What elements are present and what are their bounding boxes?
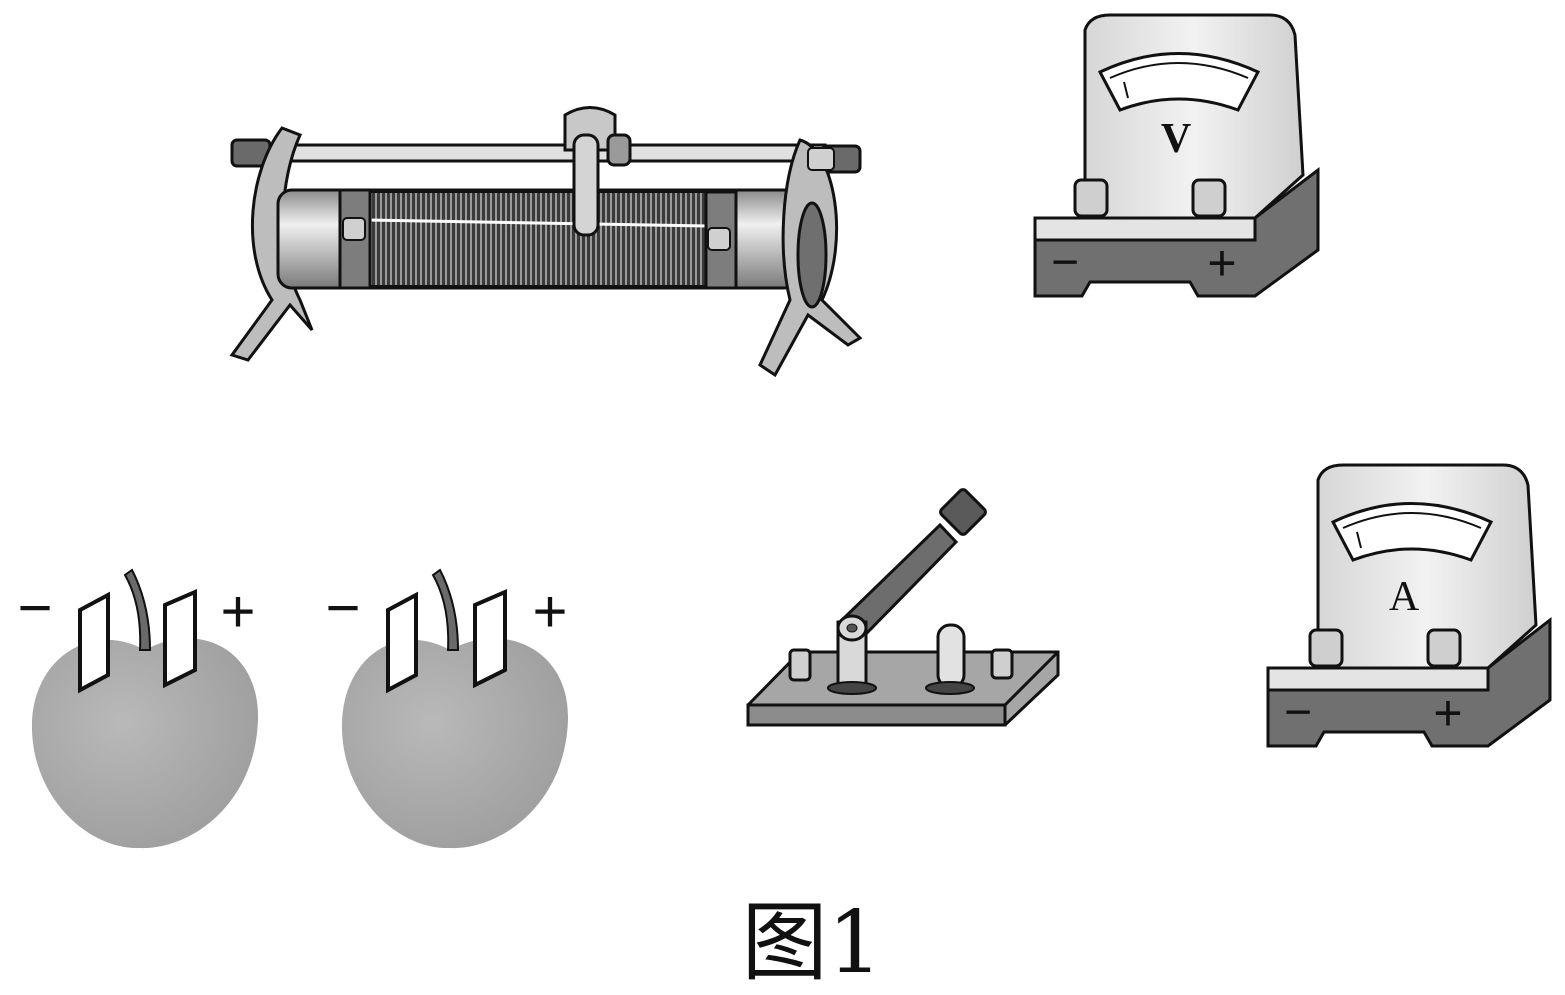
voltmeter-neg-terminal[interactable] bbox=[1073, 178, 1109, 218]
rheostat-terminal-right[interactable] bbox=[707, 227, 731, 251]
voltmeter-pos-sign: + bbox=[1207, 235, 1236, 291]
apple-stem bbox=[431, 568, 460, 651]
apple-2-neg-sign: − bbox=[325, 574, 360, 641]
apple-battery-1: − + bbox=[17, 568, 259, 849]
switch-terminal-right[interactable] bbox=[990, 648, 1014, 680]
apple-1-neg-electrode[interactable] bbox=[78, 591, 110, 694]
knife-switch bbox=[746, 488, 1060, 727]
apple-1-pos-sign: + bbox=[220, 578, 255, 645]
ammeter-pos-terminal[interactable] bbox=[1426, 628, 1462, 668]
switch-lever[interactable] bbox=[839, 488, 987, 641]
switch-contact bbox=[925, 623, 975, 695]
apple-body bbox=[341, 638, 569, 849]
apple-1-pos-electrode[interactable] bbox=[163, 588, 197, 689]
switch-hinge bbox=[827, 614, 877, 695]
rheostat-coil bbox=[367, 191, 709, 287]
voltmeter-dial bbox=[1097, 52, 1261, 112]
voltmeter-letter: V bbox=[1161, 116, 1191, 162]
ammeter-dial bbox=[1330, 502, 1494, 562]
apple-battery-2: − + bbox=[325, 568, 569, 849]
rheostat-slider[interactable] bbox=[563, 106, 632, 237]
rheostat-terminal-top[interactable] bbox=[807, 147, 835, 171]
voltmeter-pos-terminal[interactable] bbox=[1191, 178, 1227, 218]
ammeter-neg-sign: − bbox=[1284, 686, 1312, 739]
ammeter-pos-sign: + bbox=[1433, 685, 1462, 741]
figure-caption: 图1 bbox=[742, 893, 883, 993]
voltmeter-needle bbox=[1123, 81, 1129, 99]
voltmeter: V − + bbox=[1033, 13, 1320, 298]
apple-2-neg-electrode[interactable] bbox=[386, 591, 418, 694]
ammeter-needle bbox=[1356, 531, 1362, 549]
rheostat bbox=[229, 106, 863, 378]
ammeter: A − + bbox=[1266, 463, 1552, 748]
ammeter-letter: A bbox=[1389, 574, 1420, 620]
rheostat-terminal-left[interactable] bbox=[342, 217, 366, 241]
apple-body bbox=[31, 638, 259, 849]
apple-2-pos-sign: + bbox=[532, 578, 567, 645]
rheostat-left-stand bbox=[229, 126, 314, 362]
apple-2-pos-electrode[interactable] bbox=[473, 588, 507, 689]
ammeter-neg-terminal[interactable] bbox=[1308, 628, 1344, 668]
rheostat-slide-rod bbox=[230, 138, 862, 174]
apple-stem bbox=[123, 568, 152, 651]
switch-terminal-left[interactable] bbox=[788, 648, 812, 682]
voltmeter-neg-sign: − bbox=[1051, 236, 1079, 289]
apple-1-neg-sign: − bbox=[17, 574, 52, 641]
